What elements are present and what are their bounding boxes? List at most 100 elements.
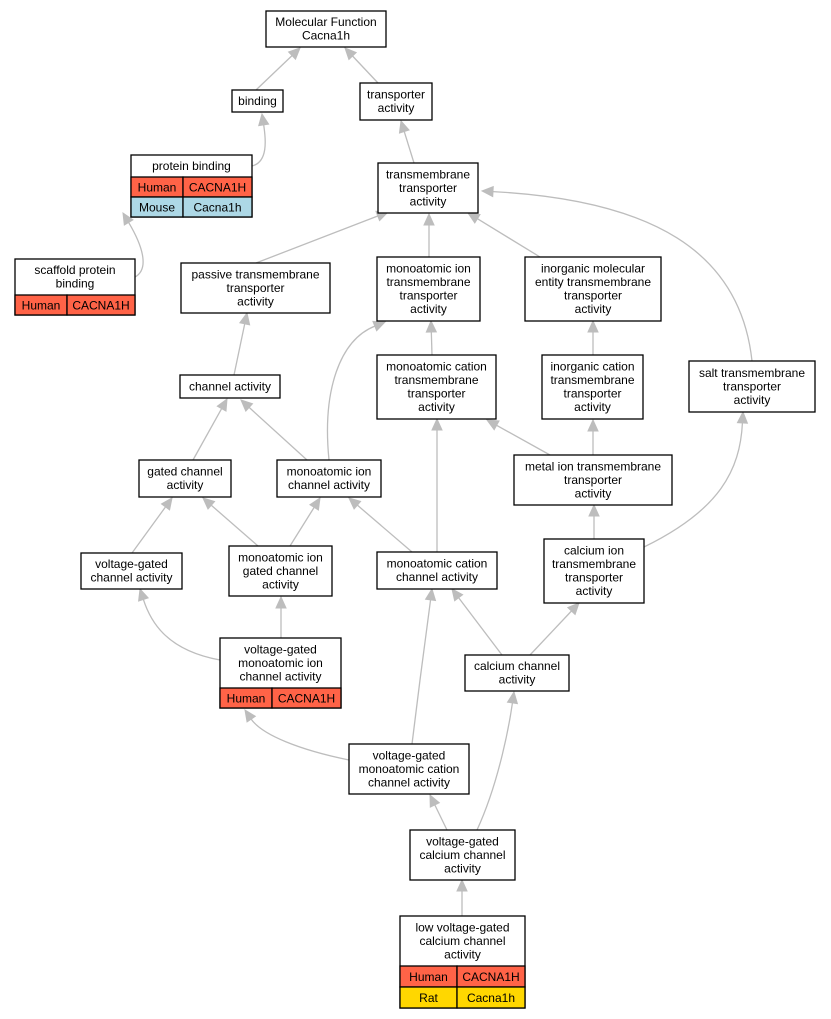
node-box: [513, 454, 673, 506]
species-label: Human: [409, 970, 448, 984]
node-label-line: activity: [575, 486, 612, 500]
edge-mono-cation-ch-to-mono-ion-ch: [356, 504, 413, 553]
edge-vg-calcium-to-calcium-ch: [476, 702, 514, 831]
arrowhead-mono-cation-tm-to-mono-ion-tm: [425, 319, 438, 333]
arrowhead-binding-to-root: [287, 47, 301, 61]
arrowhead-metal-to-inorganic-cation: [587, 418, 599, 432]
edge-channel-to-passive: [233, 323, 246, 376]
arrowhead-mono-ion-gated-to-gated: [202, 497, 216, 510]
node-label-line: transporter: [564, 473, 622, 487]
arrowhead-inorganic-cation-to-inorganic-mol: [587, 319, 599, 333]
node-label-line: transporter: [564, 289, 622, 303]
node-box: [179, 374, 281, 399]
arrowhead-vg-ch-to-gated: [160, 497, 173, 511]
gene-label: CACNA1H: [72, 299, 129, 313]
node-label-line: calcium channel: [474, 659, 560, 673]
edge-mono-ion-gated-to-mono-ion-ch: [289, 506, 315, 547]
species-label: Rat: [419, 991, 438, 1005]
edge-scaffold-to-protein-binding: [128, 222, 144, 278]
species-label: Human: [227, 692, 266, 706]
node-box: [180, 262, 331, 314]
arrowhead-low-vg-to-vg-calcium: [456, 878, 468, 892]
node-box: [228, 545, 333, 597]
node-box: [377, 162, 479, 214]
node-box: [409, 829, 516, 881]
node-box: [376, 354, 497, 420]
go-node-calcium-ion-tm[interactable]: calcium iontransmembranetransporteractiv…: [543, 538, 645, 604]
node-label-line: transmembrane: [552, 557, 636, 571]
edge-calcium-ch-to-calcium-ion-tm: [529, 610, 572, 656]
go-node-channel[interactable]: channel activity: [179, 374, 281, 399]
node-label-line: activity: [410, 194, 447, 208]
node-label-line: voltage-gated: [244, 642, 317, 656]
arrowhead-calcium-ch-to-calcium-ion-tm: [566, 602, 580, 616]
node-label-line: transporter: [407, 387, 465, 401]
arrowhead-calcium-ion-tm-to-metal: [588, 503, 600, 517]
node-label-line: monoatomic cation: [386, 360, 487, 374]
node-box: [543, 538, 645, 604]
arrowhead-scaffold-to-protein-binding: [122, 211, 134, 226]
node-box: [524, 256, 662, 322]
node-label-line: passive transmembrane: [191, 267, 319, 281]
arrowhead-salt-to-tm: [480, 185, 494, 198]
edge-vg-mono-cation-to-vg-mono-ion: [250, 718, 350, 761]
node-label-line: activity: [574, 400, 611, 414]
arrowhead-gated-to-channel: [216, 397, 228, 412]
edge-mono-ion-ch-to-channel: [248, 406, 308, 461]
node-label-line: activity: [237, 294, 274, 308]
node-label-line: activity: [410, 302, 447, 316]
node-label-line: Cacna1h: [302, 29, 350, 43]
node-label-line: inorganic molecular: [541, 262, 645, 276]
node-label-line: activity: [262, 577, 299, 591]
gene-cell: [271, 687, 342, 709]
arrowhead-mono-cation-ch-to-mono-ion-ch: [348, 497, 362, 510]
edge-vg-ch-to-gated: [131, 506, 167, 554]
node-label-line: transmembrane: [386, 275, 470, 289]
go-node-inorganic-cation[interactable]: inorganic cationtransmembranetransporter…: [541, 354, 644, 420]
arrowhead-mono-ion-gated-to-mono-ion-ch: [309, 496, 321, 511]
node-label-line: monoatomic cation: [387, 557, 488, 571]
go-node-mono-ion-tm[interactable]: monoatomic iontransmembranetransporterac…: [376, 256, 481, 322]
arrowhead-channel-to-passive: [238, 311, 251, 326]
node-label-line: voltage-gated: [95, 557, 168, 571]
node-label-line: activity: [499, 673, 536, 687]
node-label-line: calcium channel: [419, 848, 505, 862]
arrowhead-inorganic-mol-to-tm: [466, 212, 481, 224]
go-node-binding[interactable]: binding: [231, 89, 284, 113]
node-box: [276, 459, 382, 498]
arrowhead-mono-ion-ch-to-mono-ion-tm: [372, 320, 387, 332]
node-label-line: voltage-gated: [426, 834, 499, 848]
node-label-line: low voltage-gated: [415, 920, 509, 934]
edge-salt-to-tm: [492, 190, 753, 362]
edge-vg-mono-ion-to-vg-ch: [142, 599, 221, 661]
node-label-line: protein binding: [152, 159, 231, 173]
go-node-metal[interactable]: metal ion transmembranetransporteractivi…: [513, 454, 673, 506]
go-node-mono-cation-tm[interactable]: monoatomic cationtransmembranetransporte…: [376, 354, 497, 420]
edge-binding-to-root: [255, 55, 293, 91]
arrowhead-vg-mono-ion-to-mono-ion-gated: [275, 595, 287, 609]
node-label-line: gated channel: [147, 465, 222, 479]
arrowhead-mono-ion-tm-to-tm: [423, 212, 435, 226]
edge-vg-mono-cation-to-mono-cation-ch: [411, 599, 432, 745]
node-label-line: channel activity: [288, 478, 370, 492]
arrowhead-transporter-to-root: [344, 47, 358, 61]
gene-cell: [182, 196, 253, 218]
